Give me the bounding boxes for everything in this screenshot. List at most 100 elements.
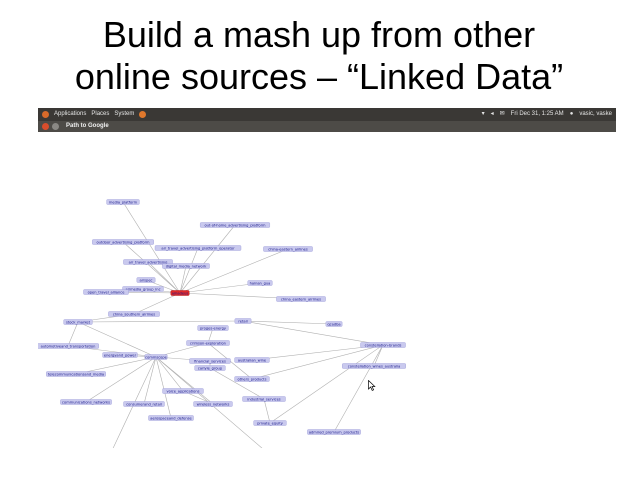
graph-edge [122, 241, 181, 294]
graph-node-airmedia[interactable]: airmedia_group_inc [122, 286, 164, 292]
graph-node-others[interactable]: others_products [234, 376, 270, 382]
graph-node-box [194, 365, 226, 371]
graph-edge [179, 247, 199, 294]
slide-title-line-1: Build a mash up from other [102, 14, 536, 55]
graph-node-label: qcadba [327, 322, 340, 326]
firefox-launcher-icon[interactable] [139, 111, 147, 118]
graph-node-air-travel-adv[interactable]: air_travel_advertising [123, 259, 173, 265]
graph-node-box [38, 343, 99, 349]
graph-node-china-eastern-2[interactable]: china_eastern_airlines [276, 296, 326, 302]
graph-node-label: stock_market [66, 320, 91, 324]
graph-node-label: china_eastern_airlines [281, 297, 321, 301]
graph-node-voice-apps[interactable]: voice_applications [162, 388, 204, 394]
graph-node-stock-market[interactable]: stock_market [63, 319, 93, 325]
graph-node-open-travel[interactable]: open_travel_alliance [83, 289, 129, 295]
close-icon[interactable] [42, 123, 49, 130]
graph-node-amadeus[interactable]: amadeus [170, 290, 190, 296]
graph-node-admired[interactable]: admired_premium_products [307, 429, 361, 435]
graph-node-box [307, 429, 361, 435]
top-panel: Applications Places System ▾ ◂ ✉ Fri Dec… [38, 108, 616, 121]
graph-node-box [234, 318, 252, 324]
graph-node-australian-wine[interactable]: australian_wine [234, 357, 270, 363]
graph-node-qcadba[interactable]: qcadba [325, 321, 343, 327]
graph-node-out-of-home[interactable]: out-of-home_advertising_platform [199, 222, 270, 228]
graph-node-consumerand-retail[interactable]: consumerand_retail [123, 401, 165, 407]
graph-node-label: china_southern_airlines [113, 312, 155, 316]
graph-node-box [83, 289, 129, 295]
graph-node-box [123, 259, 173, 265]
graph-node-china-eastern-1[interactable]: china-eastern_airlines [263, 246, 313, 252]
graph-node-label: carlyle_group [198, 366, 223, 370]
graph-node-constellation-wines[interactable]: constellation_wines_australia [342, 363, 406, 369]
minimize-icon[interactable] [52, 123, 59, 130]
graph-node-aerospace[interactable]: aerospaceand_defense [148, 415, 194, 421]
desktop-screenshot: Applications Places System ▾ ◂ ✉ Fri Dec… [38, 108, 616, 448]
graph-node-comm-networks[interactable]: communications_networks [60, 399, 112, 405]
menu-applications[interactable]: Applications [54, 111, 87, 117]
graph-node-financial[interactable]: financial_services [189, 358, 231, 364]
graph-edge [143, 356, 157, 405]
graph-edge [133, 292, 181, 315]
clock[interactable]: Fri Dec 31, 1:25 AM [510, 111, 564, 117]
graph-edge [147, 261, 181, 294]
graph-nodes: media_platform out-of-home_advertising_pl… [38, 199, 406, 435]
graph-node-commscope[interactable]: commscope [144, 354, 168, 360]
graph-node-box [102, 352, 138, 358]
graph-node-label: commscope [145, 355, 168, 359]
link-graph[interactable]: media_platform out-of-home_advertising_pl… [38, 132, 616, 448]
graph-node-outdoor[interactable]: outdoor_advertising_platform [92, 239, 154, 245]
graph-node-box [263, 246, 313, 252]
graph-edge [75, 356, 157, 375]
graph-node-box [247, 280, 273, 286]
graph-edge [179, 224, 236, 294]
network-icon[interactable]: ▾ [481, 111, 485, 117]
window-titlebar[interactable]: Path to Google [38, 121, 616, 132]
graph-node-media-platform[interactable]: media_platform [106, 199, 140, 205]
graph-node-label: retail [238, 319, 247, 323]
graph-node-label: admired_premium_products [309, 430, 359, 434]
graph-edge [263, 398, 271, 424]
volume-icon[interactable]: ◂ [490, 111, 494, 117]
graph-node-label: air_travel_advertising [129, 260, 168, 264]
menu-places[interactable]: Places [91, 111, 110, 117]
graph-node-wireless[interactable]: wireless_networks [193, 401, 233, 407]
graph-node-box [162, 388, 204, 394]
graph-node-box [234, 376, 270, 382]
mail-icon[interactable]: ✉ [499, 111, 505, 117]
graph-node-carlyle[interactable]: carlyle_group [194, 365, 226, 371]
graph-node-box [136, 277, 156, 283]
graph-node-label: constellation-brands [365, 343, 402, 347]
graph-edge [155, 356, 184, 392]
graph-node-proges[interactable]: proges-energy [197, 325, 229, 331]
graph-node-digital-media[interactable]: digital_media_network [162, 263, 210, 269]
graph-node-china-southern[interactable]: china_southern_airlines [108, 311, 160, 317]
graph-node-private-equity[interactable]: private_equity [253, 420, 287, 426]
panel-menu: Applications Places System [42, 108, 147, 121]
graph-node-airspec[interactable]: airspec [136, 277, 156, 283]
graph-node-industrial[interactable]: industrial_services [242, 396, 286, 402]
graph-node-crimson[interactable]: crimson-exploration [186, 340, 230, 346]
user-name[interactable]: vasic, vaske [579, 111, 612, 117]
graph-node-constellation-brands[interactable]: constellation-brands [360, 342, 406, 348]
user-icon: ● [569, 111, 574, 117]
graph-node-air-travel-op[interactable]: air_travel_advertising_platform_operator [154, 245, 242, 251]
graph-node-telecom-media[interactable]: telecommunicationsand_media [46, 371, 106, 377]
graph-node-label: airmedia_group_inc [125, 287, 160, 291]
graph-node-label: proges-energy [200, 326, 227, 330]
graph-edge [242, 320, 384, 346]
graph-node-label: amadeus [172, 291, 189, 295]
graph-node-box [234, 357, 270, 363]
graph-node-label: airspec [139, 278, 152, 282]
ubuntu-logo-icon[interactable] [42, 111, 49, 118]
graph-node-box [148, 415, 194, 421]
graph-node-hainan[interactable]: hainan_gua [247, 280, 273, 286]
graph-node-box [92, 239, 154, 245]
graph-node-retail[interactable]: retail [234, 318, 252, 324]
menu-system[interactable]: System [114, 111, 135, 117]
graph-edge [373, 344, 384, 367]
graph-edge [251, 344, 384, 380]
graph-node-energyand-power[interactable]: energyand_power [102, 352, 138, 358]
graph-node-auto-transport[interactable]: automotiveand_transportation [38, 343, 99, 349]
graph-node-box [122, 286, 164, 292]
graph-node-box [325, 321, 343, 327]
